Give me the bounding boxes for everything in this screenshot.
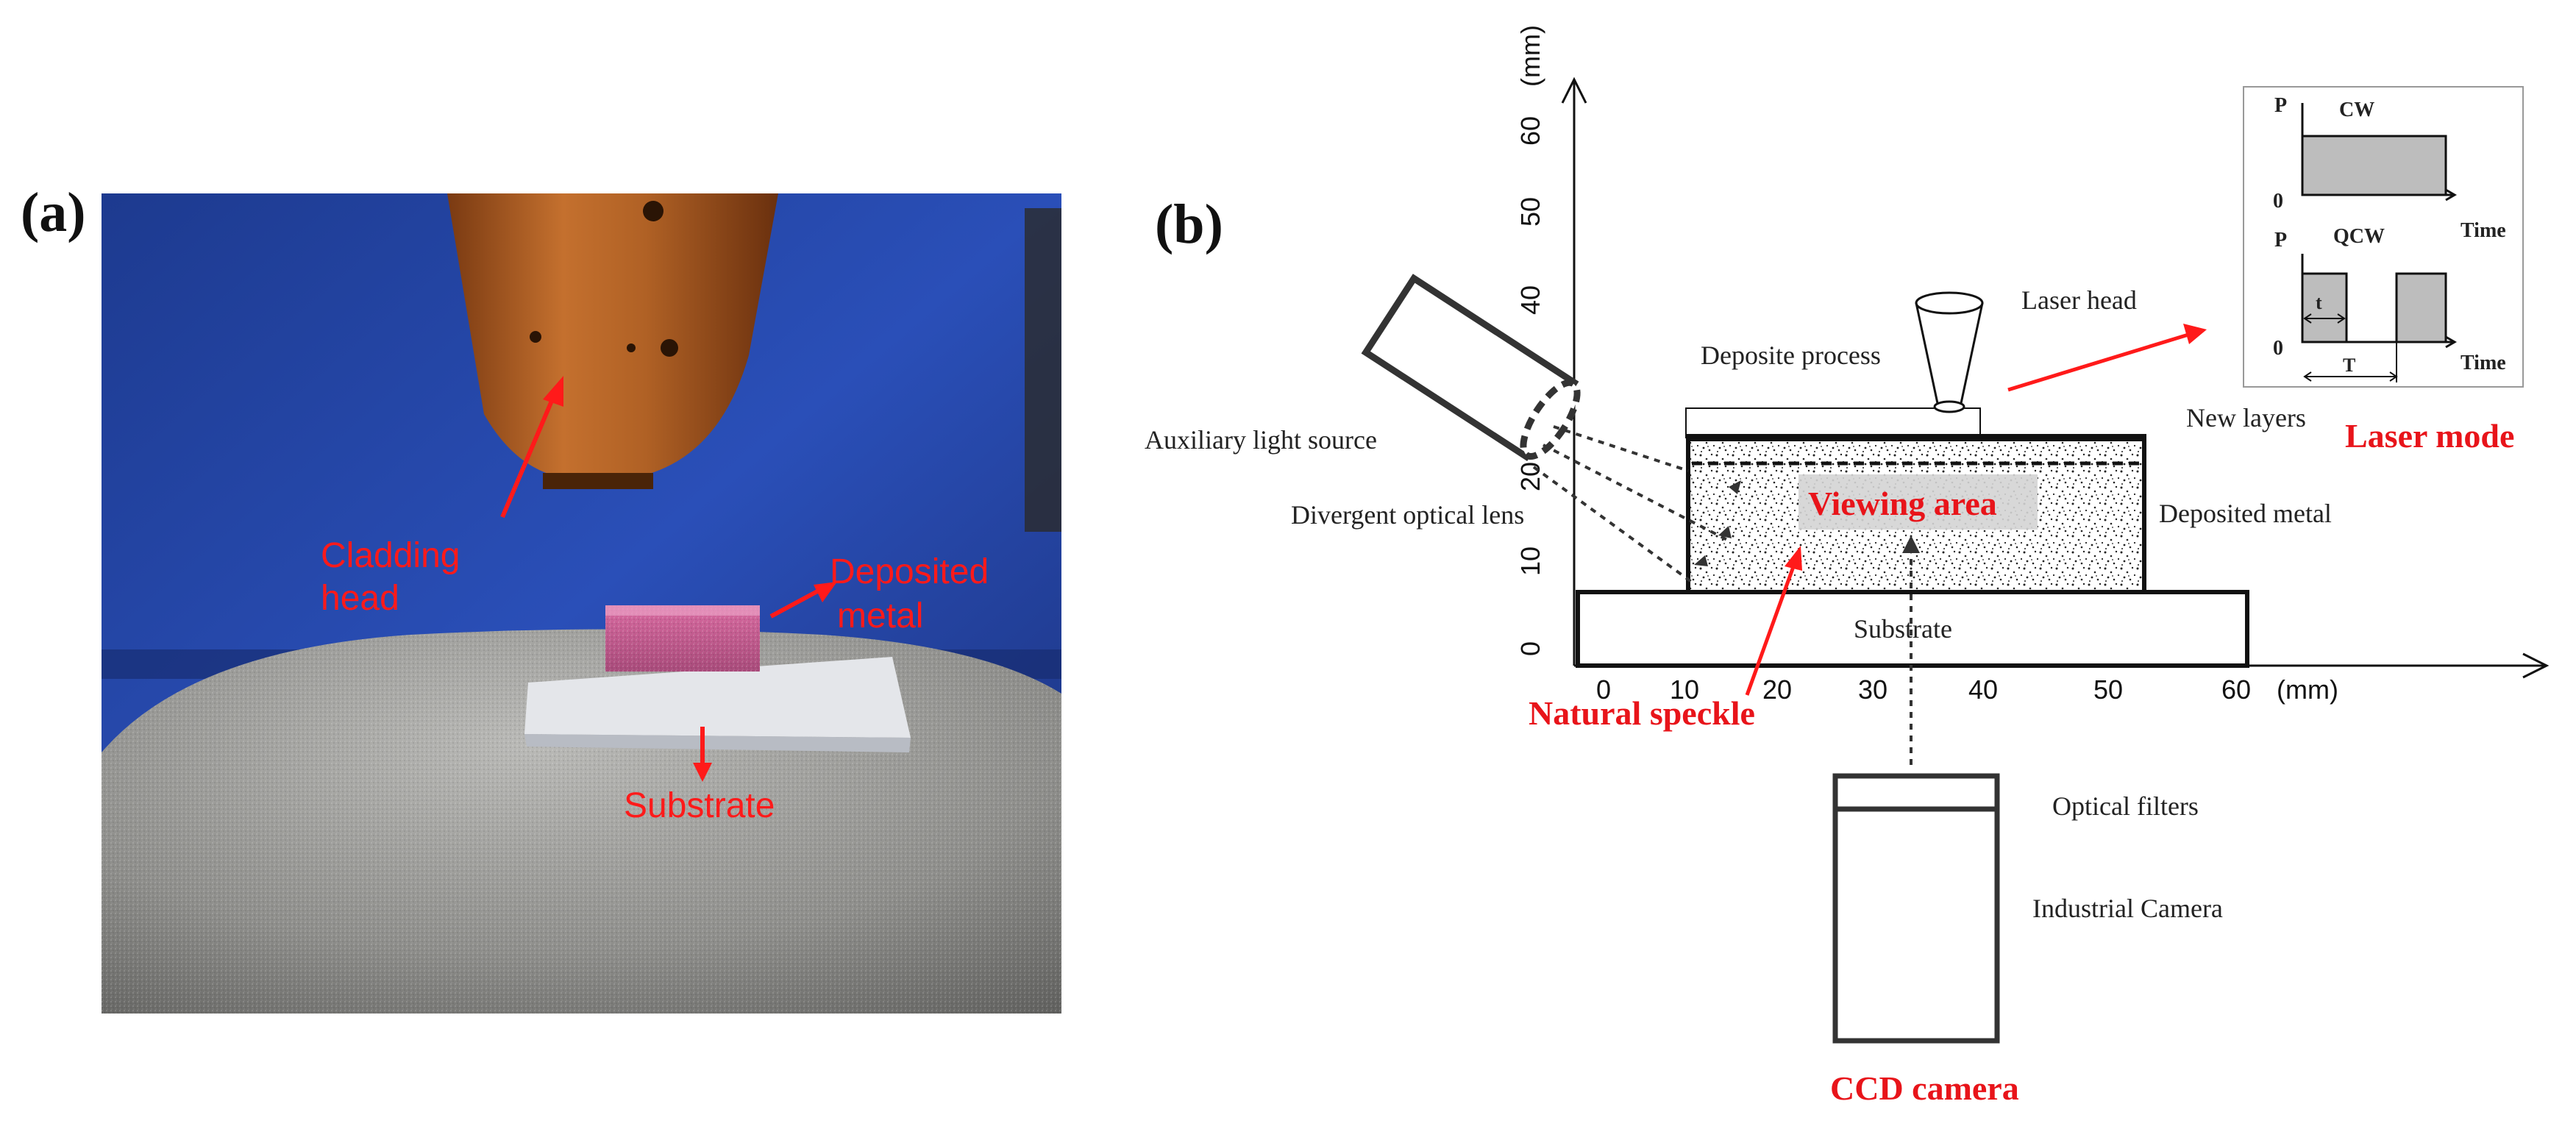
y-tick-10: 10 xyxy=(1515,546,1545,576)
x-tick-50: 50 xyxy=(2093,674,2123,705)
label-viewing-area: Viewing area xyxy=(1808,485,1997,522)
label-auxiliary-light-source: Auxiliary light source xyxy=(1145,425,1377,455)
x-tick-10: 10 xyxy=(1670,674,1699,705)
cw-x-label: Time xyxy=(2461,219,2506,242)
y-axis-ticks: 0 10 20 30 40 50 60 (mm) xyxy=(1515,25,1545,656)
y-tick-0: 0 xyxy=(1515,641,1545,656)
qcw-x-label: Time xyxy=(2461,352,2506,374)
y-axis xyxy=(1561,76,1587,666)
annotation-deposited-metal-line1: Deposited xyxy=(830,552,989,591)
cw-title: CW xyxy=(2339,99,2374,121)
label-laser-mode: Laser mode xyxy=(2345,417,2514,455)
x-axis-ticks: 0 10 20 30 40 50 60 (mm) xyxy=(1596,674,2338,705)
cw-y-label: P xyxy=(2274,94,2287,117)
qcw-pulse-width: t xyxy=(2316,292,2322,313)
laser-head xyxy=(1915,291,1984,413)
substrate-plate xyxy=(524,657,911,738)
label-laser-head: Laser head xyxy=(2021,285,2137,315)
x-tick-20: 20 xyxy=(1762,674,1792,705)
qcw-graph: P QCW 0 Time t T xyxy=(2273,225,2506,382)
laser-mode-inset: P CW 0 Time P QCW 0 Time t T xyxy=(2243,86,2524,388)
qcw-title: QCW xyxy=(2333,225,2385,248)
y-axis-unit: (mm) xyxy=(1515,25,1545,87)
laser-mode-arrow xyxy=(2007,324,2207,392)
viewing-area xyxy=(1798,474,2038,530)
label-deposited-metal: Deposited metal xyxy=(2159,499,2332,528)
label-deposite-process: Deposite process xyxy=(1701,341,1881,370)
cw-graph: P CW 0 Time xyxy=(2273,94,2506,242)
annotation-substrate: Substrate xyxy=(624,786,775,825)
label-divergent-optical-lens: Divergent optical lens xyxy=(1291,500,1524,530)
x-tick-60: 60 xyxy=(2221,674,2251,705)
x-tick-30: 30 xyxy=(1858,674,1887,705)
panel-a-photo: Cladding head Deposited metal Substrate xyxy=(102,193,1061,1014)
deposite-process-box xyxy=(1685,407,1981,438)
qcw-period: T xyxy=(2343,355,2355,376)
natural-speckle-arrow xyxy=(1745,546,1802,696)
y-tick-60: 60 xyxy=(1515,116,1545,146)
label-optical-filters: Optical filters xyxy=(2052,791,2199,821)
panel-b-label: (b) xyxy=(1155,193,1223,255)
ray-arrowheads xyxy=(1694,480,1741,566)
y-tick-20: 20 xyxy=(1515,462,1545,491)
label-ccd-camera: CCD camera xyxy=(1830,1069,2019,1107)
cw-zero: 0 xyxy=(2273,190,2283,213)
x-axis-unit: (mm) xyxy=(2277,674,2338,705)
annotation-cladding-head-line2: head xyxy=(321,579,399,618)
x-tick-0: 0 xyxy=(1596,674,1611,705)
divergent-rays xyxy=(1532,425,1729,586)
qcw-zero: 0 xyxy=(2273,337,2283,360)
cladding-head xyxy=(447,193,778,477)
annotation-cladding-head-line1: Cladding xyxy=(321,536,460,575)
qcw-y-label: P xyxy=(2274,229,2287,252)
label-industrial-camera: Industrial Camera xyxy=(2032,894,2223,923)
x-tick-40: 40 xyxy=(1968,674,1998,705)
label-natural-speckle: Natural speckle xyxy=(1529,694,1755,732)
annotation-deposited-metal-line2: metal xyxy=(837,596,923,635)
ccd-camera xyxy=(1832,773,2000,1044)
y-tick-40: 40 xyxy=(1515,285,1545,315)
panel-a-label: (a) xyxy=(21,182,86,243)
y-tick-50: 50 xyxy=(1515,197,1545,227)
label-substrate: Substrate xyxy=(1854,614,1952,644)
label-new-layers: New layers xyxy=(2186,403,2306,432)
auxiliary-light-source xyxy=(1361,274,1581,461)
